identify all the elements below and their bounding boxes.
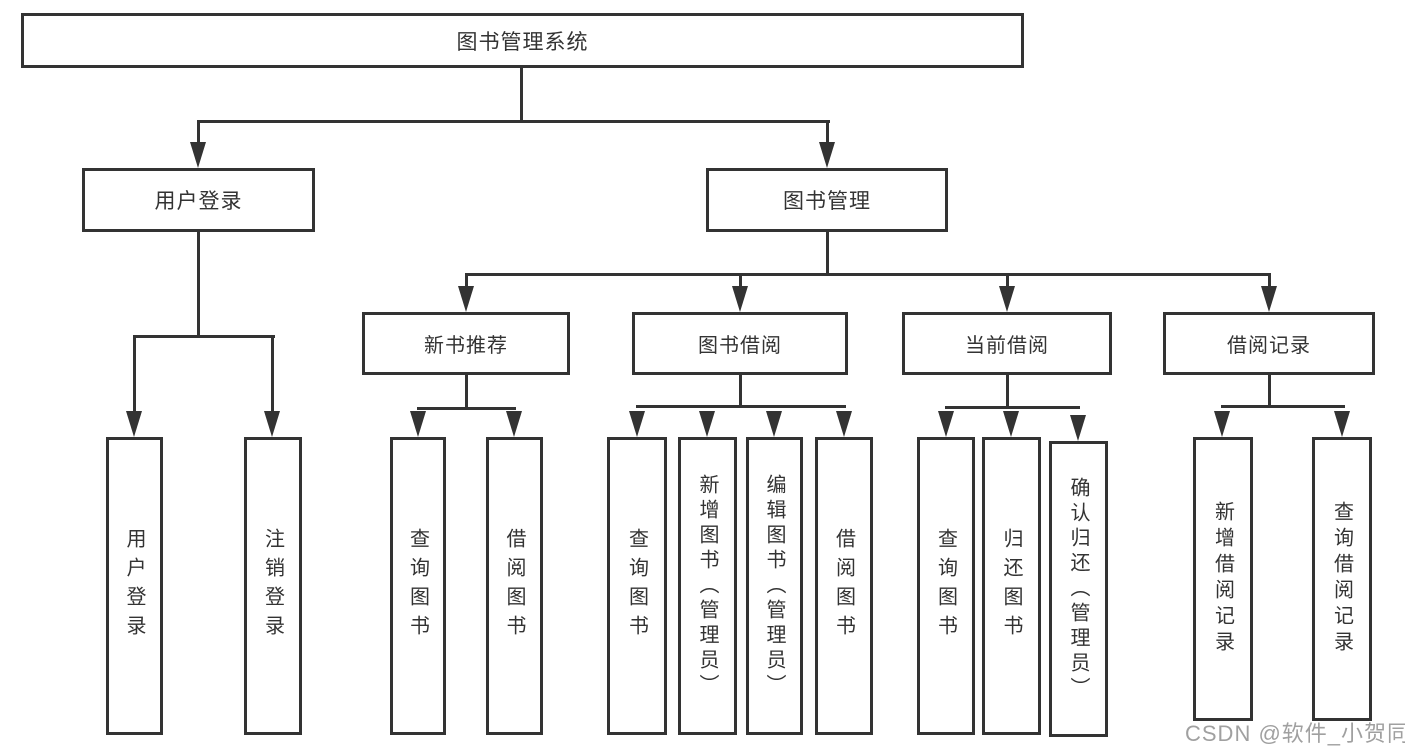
watermark-text: CSDN @软件_小贺同学 [1185,721,1405,746]
leaf-borrow-books-recommend: 借阅图书 [486,437,543,735]
connector-to-user-login [197,120,200,146]
node-label: 图书管理系统 [456,30,589,54]
connector-recommendation-stem [465,373,468,409]
connector-borrowing-stem [739,373,742,408]
node-current-borrowing: 当前借阅 [902,312,1112,375]
arrow-down-icon [1070,415,1086,441]
connector-recommendation-rail [417,407,516,410]
node-label: 新书推荐 [424,335,508,357]
leaf-confirm-return-admin: 确认归还（管理员） [1049,441,1108,737]
arrow-down-icon [819,142,835,168]
arrow-down-icon [766,411,782,437]
node-label: 当前借阅 [965,335,1049,357]
arrow-down-icon [938,411,954,437]
connector-to-book-borrowing [739,273,742,289]
leaf-label: 编辑图书（管理员） [763,473,785,699]
node-label: 用户登录 [154,190,243,213]
arrow-down-icon [1261,286,1277,312]
connector-to-leaf-user-login [133,335,136,413]
connector-to-new-book-recommendation [465,273,468,289]
connector-to-leaf-logout [271,335,274,413]
leaf-query-books-recommend: 查询图书 [390,437,446,735]
leaf-borrow-books-borrowing: 借阅图书 [815,437,873,735]
arrow-down-icon [999,286,1015,312]
arrow-down-icon [506,411,522,437]
connector-borrowing-rail [636,405,846,408]
connector-to-borrowing-records [1268,273,1271,289]
node-borrowing-records: 借阅记录 [1163,312,1375,375]
leaf-add-books-admin: 新增图书（管理员） [678,437,737,735]
connector-root-stem [520,66,523,122]
leaf-return-books: 归还图书 [982,437,1041,735]
leaf-add-borrow-record: 新增借阅记录 [1193,437,1253,721]
connector-user-login-rail [133,335,275,338]
leaf-label: 注销登录 [261,528,284,644]
node-label: 图书借阅 [698,335,782,357]
leaf-edit-books-admin: 编辑图书（管理员） [746,437,803,735]
node-library-management-system: 图书管理系统 [21,13,1024,68]
leaf-query-books-current: 查询图书 [917,437,975,735]
arrow-down-icon [126,411,142,437]
arrow-down-icon [1003,411,1019,437]
arrow-down-icon [836,411,852,437]
node-book-management: 图书管理 [706,168,948,232]
node-book-borrowing: 图书借阅 [632,312,848,375]
connector-user-login-stem [197,230,200,337]
leaf-label: 确认归还（管理员） [1067,476,1089,702]
leaf-label: 新增图书（管理员） [696,473,718,699]
node-new-book-recommendation: 新书推荐 [362,312,570,375]
connector-records-stem [1268,373,1271,408]
leaf-label: 借阅图书 [503,528,525,644]
leaf-label: 查询借阅记录 [1330,501,1353,657]
leaf-user-login: 用户登录 [106,437,163,735]
connector-records-rail [1221,405,1345,408]
arrow-down-icon [732,286,748,312]
leaf-label: 查询图书 [934,528,957,644]
node-label: 借阅记录 [1227,335,1311,357]
connector-current-rail [945,406,1080,409]
leaf-label: 新增借阅记录 [1211,501,1234,657]
arrow-down-icon [1334,411,1350,437]
connector-level2-rail [465,273,1271,276]
arrow-down-icon [629,411,645,437]
node-label: 图书管理 [783,190,871,213]
arrow-down-icon [458,286,474,312]
leaf-label: 用户登录 [123,528,145,644]
leaf-query-books-borrowing: 查询图书 [607,437,667,735]
connector-level1-rail [197,120,830,123]
arrow-down-icon [410,411,426,437]
connector-current-stem [1006,373,1009,409]
connector-book-management-stem [826,230,829,275]
arrow-down-icon [1214,411,1230,437]
arrow-down-icon [699,411,715,437]
arrow-down-icon [190,142,206,168]
node-user-login: 用户登录 [82,168,315,232]
connector-to-current-borrowing [1006,273,1009,289]
connector-to-book-management [826,120,829,146]
leaf-label: 归还图书 [1000,528,1022,644]
leaf-label: 查询图书 [406,528,429,644]
leaf-label: 查询图书 [625,528,648,644]
leaf-query-borrow-record: 查询借阅记录 [1312,437,1372,721]
arrow-down-icon [264,411,280,437]
leaf-label: 借阅图书 [832,528,855,644]
leaf-logout-login: 注销登录 [244,437,302,735]
